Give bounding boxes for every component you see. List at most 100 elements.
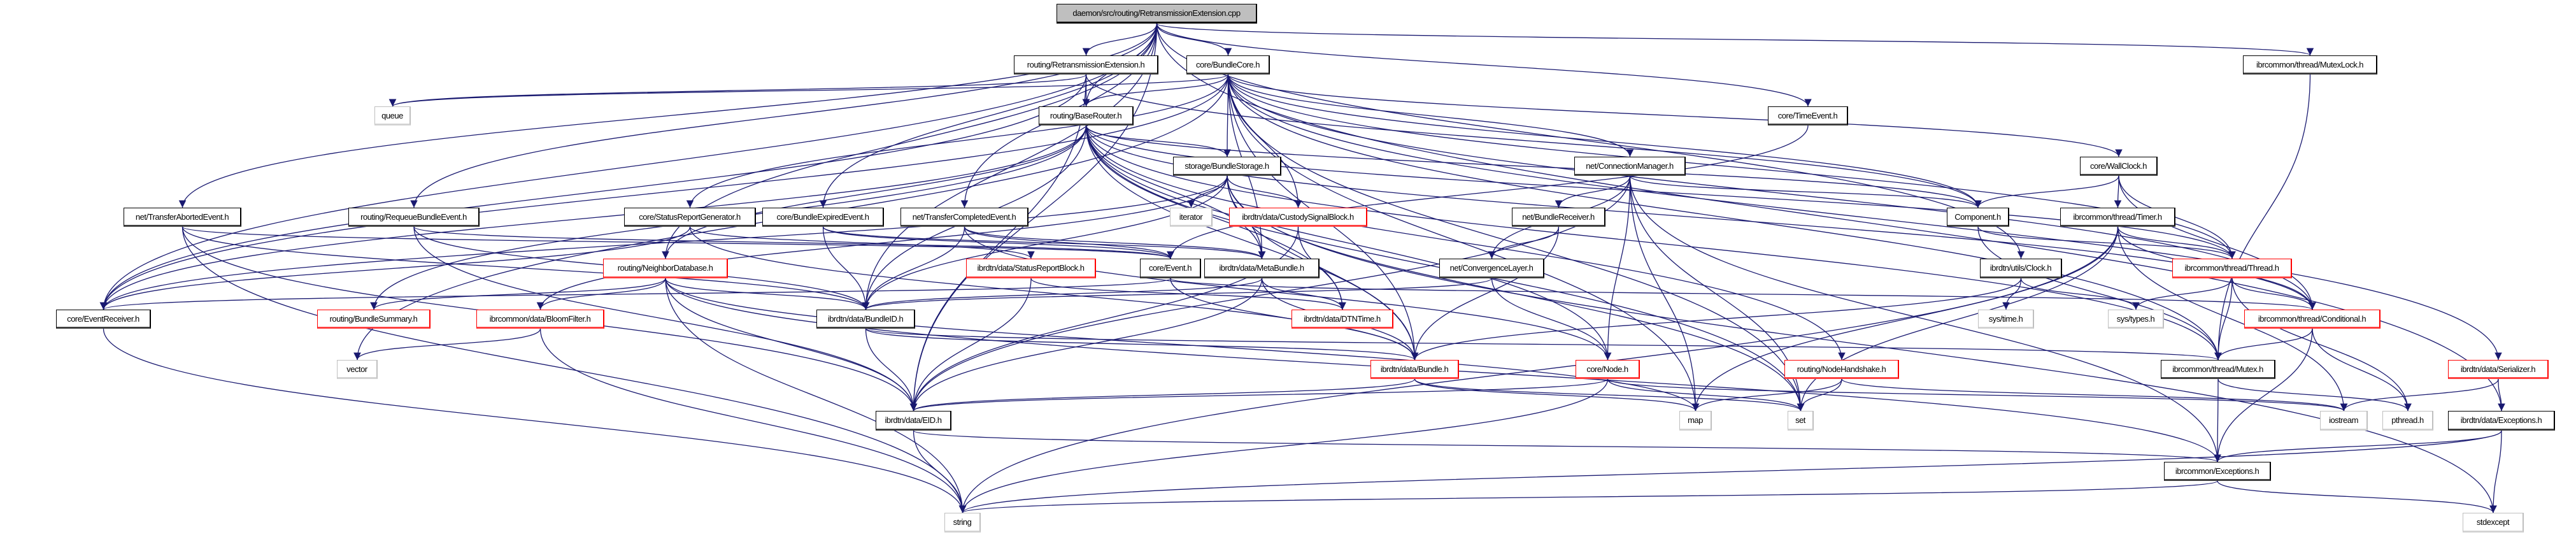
edge-dtnexceptions-to-stdexcept <box>2489 430 2502 513</box>
node-timeevent[interactable]: core/TimeEvent.h <box>1768 106 1848 125</box>
node-event[interactable]: core/Event.h <box>1140 259 1201 278</box>
node-timer[interactable]: ibrcommon/thread/Timer.h <box>2060 208 2175 227</box>
node-bcore[interactable]: core/BundleCore.h <box>1186 55 1270 75</box>
node-evreceiver[interactable]: core/EventReceiver.h <box>56 310 151 329</box>
edge-metabundle-to-eid <box>909 278 1263 412</box>
edge-serializer-to-iostream <box>2340 378 2499 412</box>
edge-clock-to-bundle <box>1411 278 2022 361</box>
node-bloom[interactable]: ibrcommon/data/BloomFilter.h <box>476 310 604 329</box>
edge-timer-to-thread <box>2117 226 2236 259</box>
node-component[interactable]: Component.h <box>1947 208 2009 227</box>
node-tabort[interactable]: net/TransferAbortedEvent.h <box>124 208 241 227</box>
edge-srgen-to-evreceiver <box>99 226 691 310</box>
edge-node-to-eid <box>910 378 1609 412</box>
edge-custody-to-dtntime <box>1297 226 1346 310</box>
edge-event-to-evreceiver <box>100 278 1171 310</box>
edge-tcompl-to-event <box>964 226 1174 259</box>
node-set: set <box>1788 411 1814 431</box>
edge-neighbordb-to-map <box>665 278 1700 412</box>
node-breceiver[interactable]: net/BundleReceiver.h <box>1512 208 1605 227</box>
edge-bexpired-to-event <box>822 226 1174 259</box>
node-node[interactable]: core/Node.h <box>1576 360 1640 379</box>
node-retx[interactable]: routing/RetransmissionExtension.h <box>1014 55 1158 75</box>
edge-bundle-to-map <box>1414 378 1700 412</box>
node-root[interactable]: daemon/src/routing/RetransmissionExtensi… <box>1057 4 1257 24</box>
edge-breceiver-to-convlayer <box>1488 226 1560 259</box>
node-connmgr[interactable]: net/ConnectionManager.h <box>1574 157 1686 176</box>
node-map: map <box>1679 411 1712 431</box>
node-vector: vector <box>337 360 378 379</box>
node-thread[interactable]: ibrcommon/thread/Thread.h <box>2172 259 2292 278</box>
edge-bloom-to-vector <box>353 328 541 361</box>
edge-node-to-string <box>958 378 1609 513</box>
node-bexpired[interactable]: core/BundleExpiredEvent.h <box>762 208 884 227</box>
edge-retx-to-queue <box>389 74 1087 107</box>
edge-connmgr-to-component <box>1629 175 1982 208</box>
edge-timeevent-to-event <box>1167 125 1809 259</box>
edge-bcore-to-component <box>1227 74 1982 208</box>
node-mutexlock[interactable]: ibrcommon/thread/MutexLock.h <box>2243 55 2377 75</box>
edge-tcompl-to-metabundle <box>964 226 1266 259</box>
node-baserouter[interactable]: routing/BaseRouter.h <box>1039 106 1134 125</box>
node-queue: queue <box>374 106 411 125</box>
node-bstorage[interactable]: storage/BundleStorage.h <box>1173 157 1281 176</box>
node-srblock[interactable]: ibrdtn/data/StatusReportBlock.h <box>966 259 1096 278</box>
node-neighbordb[interactable]: routing/NeighborDatabase.h <box>603 259 728 278</box>
edge-baserouter-to-neighbordb <box>662 125 1087 259</box>
edge-bundleid-to-mutex <box>865 328 2222 361</box>
edge-tcompl-to-bundleid <box>862 226 965 310</box>
edge-baserouter-to-component <box>1085 125 1982 208</box>
edge-bcore-to-srgen <box>686 74 1229 208</box>
node-bundle[interactable]: ibrdtn/data/Bundle.h <box>1370 360 1459 379</box>
edge-bcore-to-evreceiver <box>99 74 1229 310</box>
node-string: string <box>944 513 981 533</box>
node-mutex[interactable]: ibrcommon/thread/Mutex.h <box>2161 360 2275 379</box>
edge-timer-to-set <box>1797 226 2119 412</box>
edge-retx-to-evreceiver <box>99 74 1087 310</box>
node-dtnexceptions[interactable]: ibrdtn/data/Exceptions.h <box>2448 411 2555 431</box>
node-eid[interactable]: ibrdtn/data/EID.h <box>876 411 951 431</box>
edge-conditional-to-pthread <box>2312 328 2412 412</box>
edge-root-to-mutexlock <box>1156 23 2314 56</box>
edge-baserouter-to-bundle <box>1085 125 1419 361</box>
edge-neighbordb-to-string <box>665 278 967 513</box>
node-tcompl[interactable]: net/TransferCompletedEvent.h <box>900 208 1028 227</box>
node-requeue[interactable]: routing/RequeueBundleEvent.h <box>348 208 480 227</box>
edge-neighbordb-to-bsummary <box>370 278 666 310</box>
edge-custody-to-eid <box>909 226 1299 412</box>
node-conditional[interactable]: ibrcommon/thread/Conditional.h <box>2244 310 2380 329</box>
edge-neighbordb-to-eid <box>665 278 918 412</box>
node-srgen[interactable]: core/StatusReportGenerator.h <box>624 208 756 227</box>
node-convlayer[interactable]: net/ConvergenceLayer.h <box>1439 259 1544 278</box>
node-exceptions[interactable]: ibrcommon/Exceptions.h <box>2164 462 2271 481</box>
edge-timer-to-iostream <box>2117 226 2348 412</box>
edge-retx-to-component <box>1085 74 1982 208</box>
node-dtntime[interactable]: ibrdtn/data/DTNTime.h <box>1292 310 1393 329</box>
edge-component-to-thread <box>1977 226 2236 259</box>
edge-baserouter-to-metabundle <box>1085 125 1266 259</box>
edge-root-to-bundleid <box>862 23 1158 310</box>
edge-connmgr-to-exceptions <box>1629 175 2221 462</box>
node-serializer[interactable]: ibrdtn/data/Serializer.h <box>2448 360 2549 379</box>
edge-dtnexceptions-to-exceptions <box>2214 430 2502 462</box>
node-handshake[interactable]: routing/NodeHandshake.h <box>1784 360 1899 379</box>
node-custody[interactable]: ibrdtn/data/CustodySignalBlock.h <box>1229 208 1367 227</box>
edge-metabundle-to-bundleid <box>862 278 1263 310</box>
node-pthread: pthread.h <box>2382 411 2433 431</box>
node-bsummary[interactable]: routing/BundleSummary.h <box>317 310 431 329</box>
node-wallclock[interactable]: core/WallClock.h <box>2080 157 2158 176</box>
edge-bcore-to-connmgr <box>1227 74 1634 157</box>
node-iterator: iterator <box>1170 208 1213 227</box>
edge-requeue-to-event <box>413 226 1174 259</box>
edge-tabort-to-event <box>181 226 1174 259</box>
edge-bundle-to-set <box>1414 378 1805 412</box>
node-clock[interactable]: ibrdtn/utils/Clock.h <box>1980 259 2062 278</box>
edge-root-to-retx <box>1082 23 1158 56</box>
edge-srgen-to-bundle <box>689 226 1419 361</box>
node-bundleid[interactable]: ibrdtn/data/BundleID.h <box>816 310 915 329</box>
node-metabundle[interactable]: ibrdtn/data/MetaBundle.h <box>1204 259 1320 278</box>
edge-timer-to-map <box>1691 226 2119 412</box>
edge-bcore-to-queue <box>389 74 1229 107</box>
edge-mutex-to-pthread <box>2217 378 2412 412</box>
